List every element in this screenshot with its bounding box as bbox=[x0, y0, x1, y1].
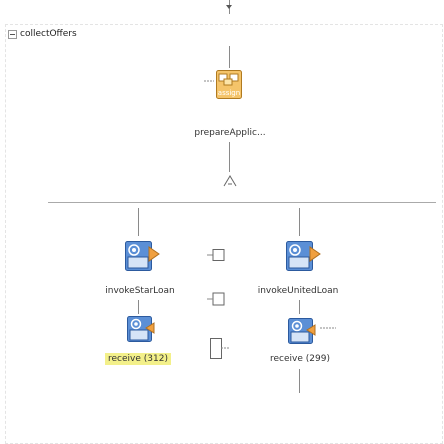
invoke-icon bbox=[286, 241, 321, 271]
connector-right-down bbox=[299, 300, 300, 314]
invoke-icon bbox=[125, 241, 160, 271]
invoke-star-activity[interactable] bbox=[125, 241, 161, 274]
prepare-label[interactable]: prepareApplic... bbox=[194, 128, 266, 138]
connector-left-down bbox=[138, 300, 139, 314]
assign-badge: assign bbox=[217, 89, 241, 97]
receive-united-activity[interactable] bbox=[288, 318, 316, 347]
arrow-down-icon bbox=[226, 5, 232, 9]
connector-left-branch bbox=[138, 208, 139, 236]
invoke-star-label[interactable]: invokeStarLoan bbox=[105, 286, 175, 296]
connector-prepare-down bbox=[229, 142, 230, 172]
link-icon[interactable] bbox=[204, 74, 218, 91]
scope-header[interactable]: collectOffers bbox=[8, 29, 77, 39]
connector-to-prepare bbox=[229, 46, 230, 68]
link-icon[interactable] bbox=[320, 323, 336, 336]
receive-united-label[interactable]: receive (299) bbox=[270, 354, 330, 364]
flow-split-icon bbox=[222, 174, 238, 191]
receive-star-label[interactable]: receive (312) bbox=[103, 353, 173, 365]
link-icon[interactable] bbox=[210, 338, 230, 363]
scope-title: collectOffers bbox=[20, 29, 77, 39]
receive-star-activity[interactable] bbox=[127, 316, 155, 345]
flow-divider bbox=[48, 202, 436, 203]
assign-icon bbox=[216, 70, 242, 99]
receive-icon bbox=[288, 318, 316, 344]
invoke-united-activity[interactable] bbox=[286, 241, 322, 274]
connector-right-bottom bbox=[299, 369, 300, 393]
collapse-icon[interactable] bbox=[8, 29, 17, 39]
receive-star-text: receive (312) bbox=[105, 353, 171, 365]
receive-icon bbox=[127, 316, 155, 342]
link-icon[interactable] bbox=[207, 249, 225, 312]
connector-right-branch bbox=[299, 208, 300, 236]
invoke-united-label[interactable]: invokeUnitedLoan bbox=[257, 286, 339, 296]
assign-activity[interactable]: assign bbox=[216, 70, 242, 99]
